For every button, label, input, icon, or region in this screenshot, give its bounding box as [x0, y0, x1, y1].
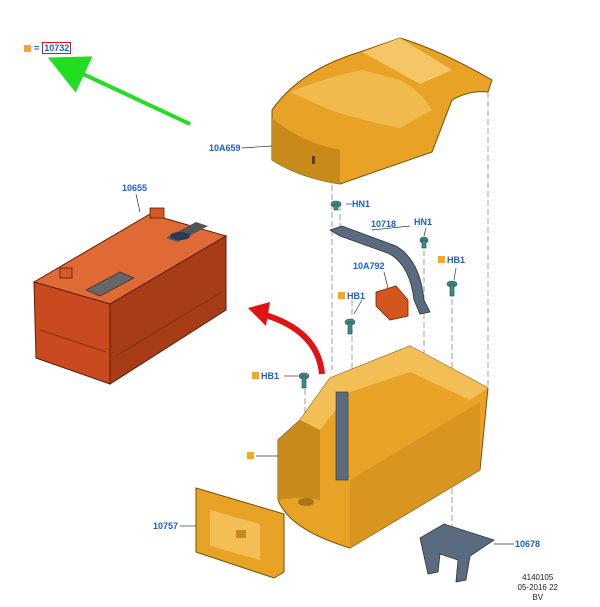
- leader-lines: [135, 145, 514, 545]
- battery-pad-part: [375, 285, 409, 321]
- red-placement-arrow: [248, 302, 325, 375]
- label-hb1-a: HB1: [447, 255, 466, 265]
- label-hb1-b: HB1: [347, 291, 366, 301]
- label-pad: 10A792: [353, 261, 385, 271]
- hold-down-bracket-part: [329, 225, 431, 315]
- legend: = 10732: [24, 42, 72, 54]
- label-hb1-c: HB1: [261, 371, 280, 381]
- label-cover: 10A659: [209, 143, 241, 153]
- hold-down-clamp-part: [419, 523, 495, 583]
- drawing-code-line-3: BV: [532, 593, 544, 602]
- heat-shield-part: [195, 487, 285, 579]
- legend-marker: [24, 44, 31, 52]
- green-pointer-arrow: [47, 56, 191, 126]
- orange-markers: [247, 256, 445, 459]
- label-clamp: 10678: [515, 539, 541, 549]
- drawing-code: 4140105 05-2016 22 BV: [518, 573, 558, 603]
- fasteners: [298, 200, 458, 389]
- legend-part-number: 10732: [42, 42, 72, 54]
- legend-equals: =: [34, 43, 40, 53]
- drawing-code-line-1: 4140105: [522, 573, 554, 582]
- label-shield: 10757: [153, 521, 179, 531]
- label-hn1-b: HN1: [414, 217, 433, 227]
- label-bracket: 10718: [371, 219, 397, 229]
- drawing-code-line-2: 05-2016 22: [517, 583, 558, 592]
- label-battery: 10655: [122, 183, 148, 193]
- battery-cover-part: [271, 37, 493, 185]
- label-hn1-a: HN1: [352, 199, 371, 209]
- battery-tray-part: [277, 345, 489, 549]
- battery-part: [32, 207, 228, 385]
